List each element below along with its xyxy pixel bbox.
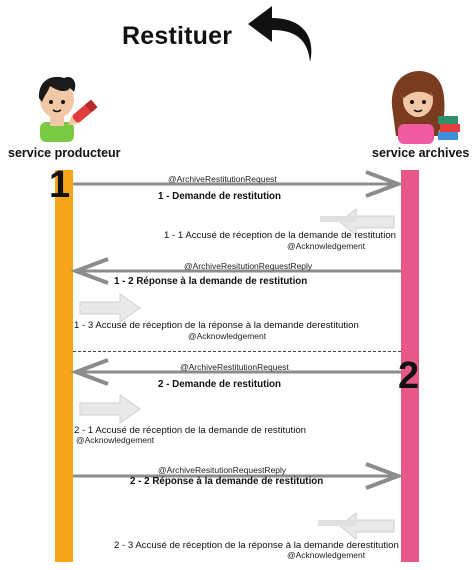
arrow-step-1-2-left [70,257,401,285]
phase-1-number: 1 [49,164,71,206]
step-2-2-service: @ArchiveResitutionRequestReply [158,465,287,475]
ack-arrow-step-1-1-left [320,207,395,237]
step-1-1-service: @Acknowledgement [287,241,366,251]
ack-arrow-step-2-3-left [318,511,395,541]
diagram-title: Restituer [122,22,233,50]
step-1-3-service: @Acknowledgement [188,331,267,341]
step-2-2-label: 2 - 2 Réponse à la demande de restitutio… [130,476,324,487]
step-1-service: @ArchiveRestitutionRequest [168,174,277,184]
step-1-label: 1 - Demande de restitution [158,191,282,202]
step-1-3-label: 1 - 3 Accusé de réception de la réponse … [74,320,359,331]
step-1-1-label: 1 - 1 Accusé de réception de la demande … [164,230,396,241]
arrow-step-1-right [73,170,404,198]
arrow-step-2-left [70,358,401,386]
producer-avatar-icon [38,76,98,142]
ack-arrow-step-2-1-right [79,394,141,424]
return-arrow-icon [248,6,312,62]
step-2-service: @ArchiveRestitutionRequest [180,362,289,372]
producer-service-label: service producteur [8,146,121,160]
archives-lifeline [401,170,419,562]
step-1-2-label: 1 - 2 Réponse à la demande de restitutio… [114,276,308,287]
step-2-1-label: 2 - 1 Accusé de réception de la demande … [74,425,306,436]
step-2-label: 2 - Demande de restitution [158,379,282,390]
step-2-1-service: @Acknowledgement [76,435,155,445]
archives-service-label: service archives [372,146,470,160]
step-2-3-service: @Acknowledgement [287,550,366,560]
phase-divider [73,351,401,352]
phase-2-number: 2 [398,355,420,397]
producer-lifeline [55,170,73,562]
step-2-3-label: 2 - 3 Accusé de réception de la réponse … [114,540,399,551]
step-1-2-service: @ArchiveResitutionRequestReply [184,261,313,271]
archives-avatar-icon [391,71,460,144]
arrow-step-2-2-right [73,462,404,490]
ack-arrow-step-1-3-right [79,293,141,323]
